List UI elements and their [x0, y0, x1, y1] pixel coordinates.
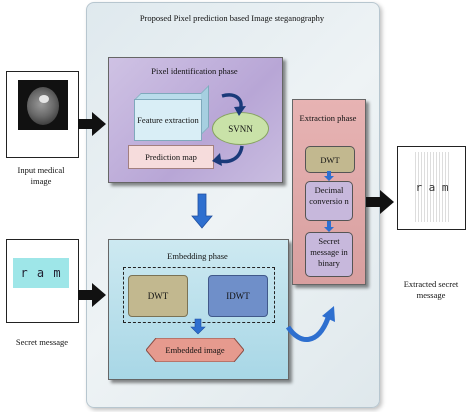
secret-message-label: Secret message: [15, 337, 69, 347]
secret-message-image: r a m: [13, 258, 69, 288]
arrow-pid-to-embedding: [191, 193, 213, 229]
embedded-image-label: Embedded image: [165, 345, 225, 355]
diagram-title: Proposed Pixel prediction based Image st…: [139, 13, 325, 23]
extracted-message-text: r a m: [415, 180, 449, 194]
arrow-feature-to-svnn-head: [234, 106, 246, 116]
arrow-embedding-to-extraction: [285, 317, 331, 343]
feature-extraction-box: Feature extraction: [134, 99, 202, 141]
extraction-phase-title: Extraction phase: [299, 113, 357, 123]
embedded-image-hexagon: [146, 338, 244, 362]
embedding-phase-title: Embedding phase: [167, 251, 228, 261]
extracted-message-frame: r a m: [397, 146, 466, 230]
input-medical-image-label: Input medical image: [17, 165, 65, 186]
arrow-embedding-to-extraction-head: [322, 306, 335, 322]
decimal-conversion-box: Decimal conversio n: [305, 181, 353, 221]
prediction-map-box: Prediction map: [128, 145, 214, 169]
arrow-secret-to-embedding: [78, 283, 106, 307]
secret-binary-box: Secret message in binary: [305, 232, 353, 277]
extracted-secret-message-label: Extracted secret message: [403, 279, 459, 300]
secret-message-text: r a m: [20, 266, 62, 280]
pixel-identification-title: Pixel identification phase: [151, 66, 238, 76]
arrow-extraction-to-output: [366, 190, 394, 214]
arrow-svnn-to-prediction-head: [212, 153, 222, 166]
arrow-decimal-to-binary: [324, 221, 334, 232]
brain-scan-shape: [27, 87, 59, 125]
brain-mri-image: [18, 80, 68, 130]
input-image-frame: [6, 71, 79, 158]
arrow-dwt-to-decimal: [324, 171, 334, 181]
arrow-input-to-pid: [78, 112, 106, 136]
extracted-message-image: r a m: [413, 152, 451, 222]
arrow-dwt-to-embedded: [190, 318, 206, 335]
embedding-dwt-box: DWT: [128, 275, 188, 317]
embedding-idwt-box: IDWT: [208, 275, 268, 317]
secret-message-frame: r a m: [6, 239, 79, 323]
extraction-dwt-box: DWT: [305, 146, 355, 173]
brain-lesion: [39, 95, 49, 103]
